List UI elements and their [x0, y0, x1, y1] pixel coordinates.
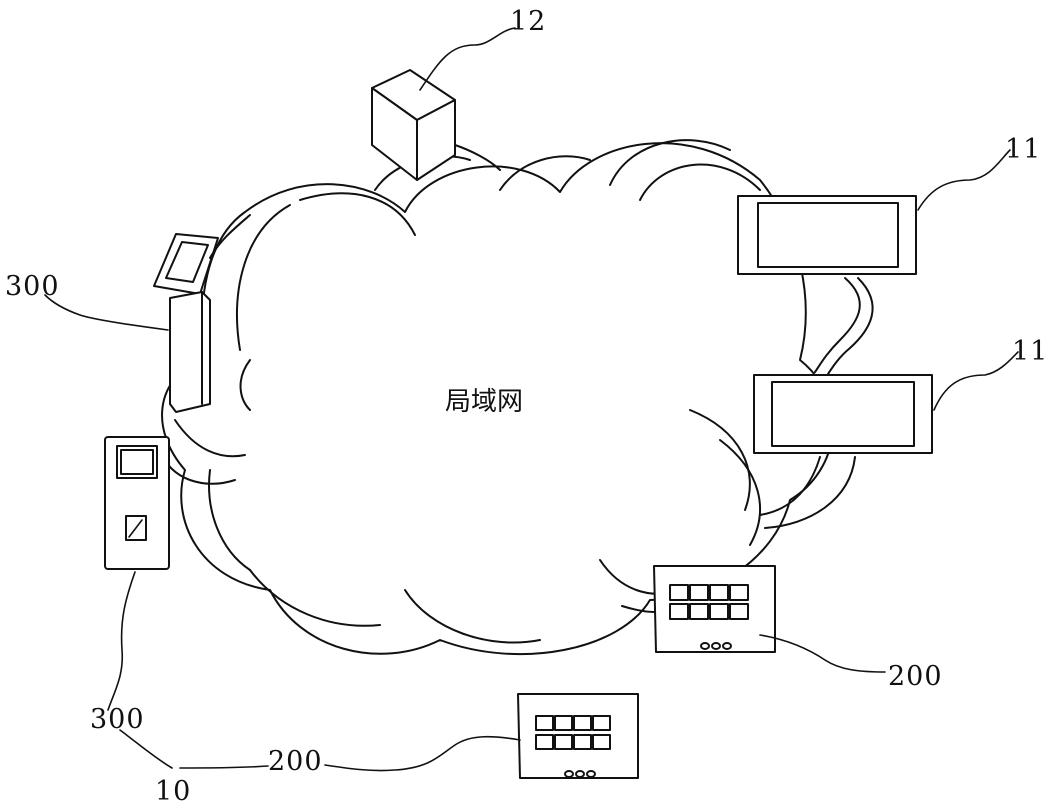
panel-bottom-leader-line — [325, 737, 520, 771]
terminal-leader-line — [108, 572, 135, 710]
control-panel-right — [654, 566, 775, 652]
panel-right-ref-label: 200 — [888, 661, 943, 692]
display-link-cable-b — [828, 278, 873, 374]
display-top — [738, 196, 916, 274]
display-bottom-leader-line — [934, 352, 1018, 410]
server-ref-label: 12 — [510, 6, 546, 37]
display-top-ref-label: 11 — [1005, 134, 1041, 165]
display-bottom — [754, 375, 932, 453]
display-cloud-cable-a — [760, 457, 820, 515]
panel-right-leader-line — [760, 635, 885, 672]
display-link-cable-a — [815, 278, 860, 372]
display-bottom-ref-label: 11 — [1012, 336, 1048, 367]
kiosk-cloud-cable — [210, 215, 250, 258]
display-cloud-cable-b — [765, 457, 855, 528]
server-leader-line — [420, 28, 515, 90]
kiosk-leader-line — [45, 295, 168, 330]
kiosk-ref-label: 300 — [5, 271, 60, 302]
server-box — [372, 70, 455, 180]
terminal-ref-label: 300 — [90, 704, 145, 735]
display-top-leader-line — [918, 150, 1010, 210]
panel-cloud-cable — [622, 606, 654, 612]
control-panel-bottom — [518, 694, 638, 778]
system-leader-line-right — [180, 766, 268, 768]
access-terminal — [105, 437, 169, 569]
panel-bottom-ref-label: 200 — [268, 746, 323, 777]
lan-label: 局域网 — [445, 387, 523, 417]
system-leader-line-left — [120, 730, 172, 768]
kiosk-terminal — [154, 234, 218, 412]
system-ref-label: 10 — [155, 776, 191, 807]
